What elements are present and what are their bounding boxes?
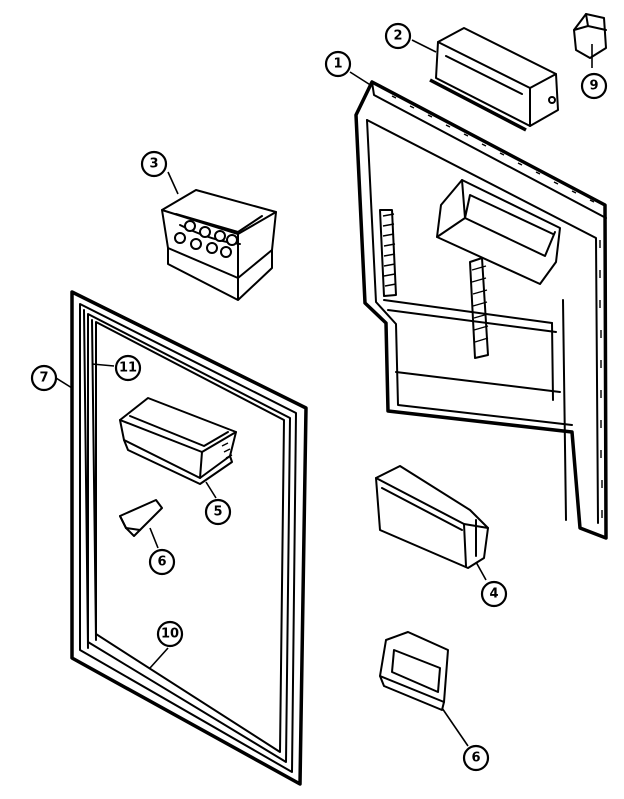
callout-11: 11 [114,354,142,382]
callout-4: 4 [480,580,508,608]
callout-label-6a: 6 [157,555,166,570]
bracket [379,631,449,711]
callout-5: 5 [204,498,232,526]
callout-2: 2 [384,22,412,50]
callout-label-10: 10 [161,627,179,642]
dairy-door-cover [573,13,607,59]
callout-6a: 6 [148,548,176,576]
callout-label-7: 7 [39,371,48,386]
egg-bin [161,189,277,301]
callout-label-5: 5 [213,505,222,520]
callout-10: 10 [156,620,184,648]
door-gasket [70,290,308,786]
shelf-bin [375,465,489,569]
callout-6b: 6 [462,744,490,772]
door-bin [119,397,237,485]
callout-label-1: 1 [333,57,342,72]
callout-1: 1 [324,50,352,78]
callout-label-9: 9 [589,79,598,94]
callout-label-3: 3 [149,157,158,172]
callout-label-2: 2 [393,29,402,44]
bin-clip [119,499,163,537]
callout-label-6b: 6 [471,751,480,766]
leader-lines [55,39,593,747]
door-liner [354,80,608,540]
callout-7: 7 [30,364,58,392]
dairy-compartment [429,27,559,132]
callout-9: 9 [580,72,608,100]
callout-label-11: 11 [119,361,137,376]
callout-3: 3 [140,150,168,178]
callout-label-4: 4 [489,587,498,602]
